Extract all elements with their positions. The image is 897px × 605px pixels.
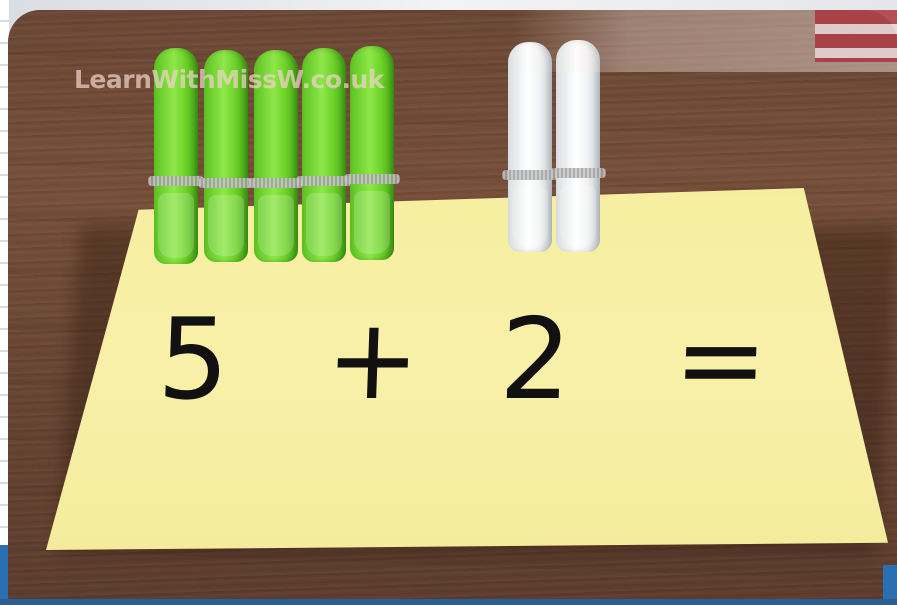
equals-sign: = bbox=[671, 295, 771, 425]
site-watermark: LearnWithMissW.co.uk bbox=[74, 65, 384, 94]
peg-tip bbox=[306, 193, 342, 256]
white-peg-2 bbox=[550, 40, 606, 252]
green-peg-5 bbox=[344, 46, 400, 260]
peg-tip bbox=[512, 187, 548, 246]
peg-spring bbox=[198, 178, 254, 188]
green-peg-4 bbox=[296, 48, 352, 262]
green-peg-1 bbox=[148, 48, 204, 264]
first-operand: 5 bbox=[155, 295, 232, 425]
peg-spring bbox=[550, 168, 606, 178]
background-page-edge bbox=[0, 0, 9, 605]
peg-spring bbox=[344, 174, 400, 184]
peg-tip bbox=[258, 195, 294, 256]
peg-tip bbox=[354, 191, 390, 254]
plus-sign: + bbox=[323, 295, 423, 425]
background-blue-corner bbox=[883, 565, 897, 605]
peg-spring bbox=[296, 176, 352, 186]
addition-equation: 5 + 2 = bbox=[155, 295, 820, 425]
peg-tip bbox=[208, 195, 244, 256]
peg-tip bbox=[560, 185, 596, 246]
background-flag-stripes bbox=[815, 10, 897, 62]
peg-tip bbox=[158, 193, 194, 258]
peg-spring bbox=[502, 170, 558, 180]
green-peg-2 bbox=[198, 50, 254, 262]
peg-spring bbox=[148, 176, 204, 186]
white-peg-1 bbox=[502, 42, 558, 252]
green-peg-3 bbox=[248, 50, 304, 262]
background-blue-accent bbox=[0, 545, 9, 605]
bottom-edge-strip bbox=[0, 599, 897, 605]
second-operand: 2 bbox=[497, 295, 574, 425]
math-photo: 5 + 2 = bbox=[8, 10, 897, 605]
peg-spring bbox=[248, 178, 304, 188]
